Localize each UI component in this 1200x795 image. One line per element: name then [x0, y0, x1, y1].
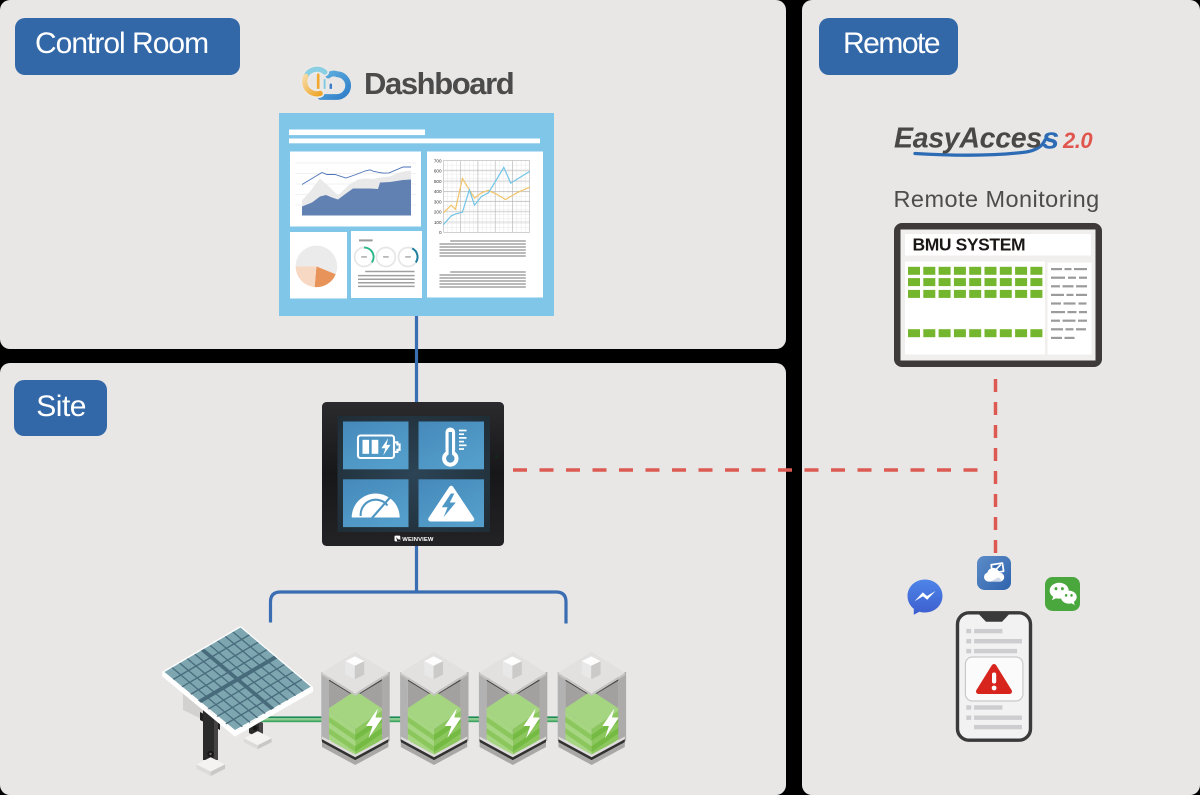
svg-text:500: 500	[434, 179, 442, 184]
svg-text:EasyAcces: EasyAcces	[894, 123, 1042, 155]
svg-text:700: 700	[434, 158, 442, 163]
svg-text:s: s	[1042, 121, 1059, 156]
svg-text:300: 300	[434, 199, 442, 204]
svg-text:400: 400	[434, 189, 442, 194]
svg-text:100: 100	[434, 220, 442, 225]
svg-text:BMU SYSTEM: BMU SYSTEM	[913, 235, 1026, 255]
svg-text:200: 200	[434, 210, 442, 215]
svg-text:WEINVIEW: WEINVIEW	[402, 537, 434, 543]
svg-text:2.0: 2.0	[1062, 128, 1093, 153]
svg-text:0: 0	[439, 230, 442, 235]
svg-text:600: 600	[434, 169, 442, 174]
